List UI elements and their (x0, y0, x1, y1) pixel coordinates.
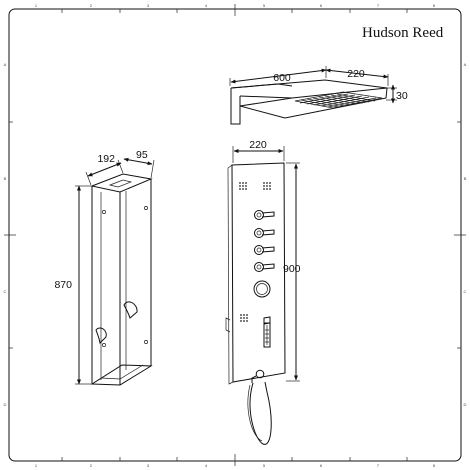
ref-bottom-4: 4 (205, 463, 208, 468)
dim-box-height: 870 (54, 279, 72, 291)
diverter-valve-4 (254, 262, 275, 272)
nozzle-grid (294, 91, 383, 109)
ref-top-3: 3 (147, 3, 150, 8)
shower-head-drawing: 600 220 30 (229, 66, 408, 125)
ref-bottom-1: 1 (35, 463, 38, 468)
brand-logo-text: Hudson Reed (362, 25, 444, 41)
ref-bottom-6: 6 (320, 463, 323, 468)
shower-arm (230, 88, 241, 125)
ref-top-7: 7 (377, 3, 380, 8)
ref-right-d: D (464, 402, 467, 407)
ref-right-c: C (464, 289, 467, 294)
hose-outlet (251, 369, 265, 383)
recess-cutout-upper (123, 301, 138, 319)
ref-top-1: 1 (35, 3, 38, 8)
shower-hose (249, 381, 272, 445)
top-body-jets (239, 182, 271, 190)
ref-top-8: 8 (433, 3, 436, 8)
frame-tick-marks (4, 4, 466, 466)
dim-box-width: 192 (97, 153, 115, 165)
dim-panel-width: 220 (249, 139, 267, 151)
bottom-body-jets (240, 314, 248, 322)
dim-line-head-width (230, 68, 327, 84)
dim-line-box-depth (123, 157, 153, 166)
ref-top-5: 5 (263, 3, 266, 8)
ref-left-c: C (4, 289, 7, 294)
dim-line-box-width (87, 162, 122, 177)
thermostatic-control (253, 280, 271, 298)
ref-bottom-7: 7 (377, 463, 380, 468)
frame-ref-labels: 1 2 3 4 5 6 7 8 1 2 3 4 5 6 7 8 A B C D … (4, 3, 467, 468)
dim-head-height: 30 (396, 90, 408, 102)
recess-box-bottom (90, 364, 153, 386)
drawing-frame (8, 8, 462, 462)
ref-bottom-8: 8 (433, 463, 436, 468)
ref-left-b: B (4, 176, 7, 181)
dim-head-width: 600 (273, 72, 291, 84)
recess-box-top (90, 173, 153, 193)
ref-right-b: B (464, 176, 467, 181)
ref-left-d: D (4, 402, 7, 407)
ref-top-6: 6 (320, 3, 323, 8)
diverter-valve-3 (254, 245, 275, 255)
ref-top-2: 2 (90, 3, 93, 8)
ref-top-4: 4 (205, 3, 208, 8)
ref-bottom-5: 5 (263, 463, 266, 468)
dim-line-head-depth (325, 68, 389, 79)
dim-head-depth: 220 (347, 68, 365, 80)
diverter-valve-2 (254, 228, 275, 238)
tower-panel-body (231, 162, 286, 383)
ref-left-a: A (4, 62, 7, 67)
hand-shower (263, 316, 271, 348)
tower-panel-drawing: 220 900 (225, 139, 301, 445)
ref-right-a: A (464, 62, 467, 67)
dim-box-depth: 95 (136, 149, 148, 161)
recess-box-drawing: 192 95 870 (54, 149, 155, 386)
ref-bottom-2: 2 (90, 463, 93, 468)
dim-panel-height: 900 (283, 263, 301, 275)
recess-cutout-lower (95, 327, 107, 345)
diverter-valve-1 (254, 210, 275, 220)
ref-bottom-3: 3 (147, 463, 150, 468)
